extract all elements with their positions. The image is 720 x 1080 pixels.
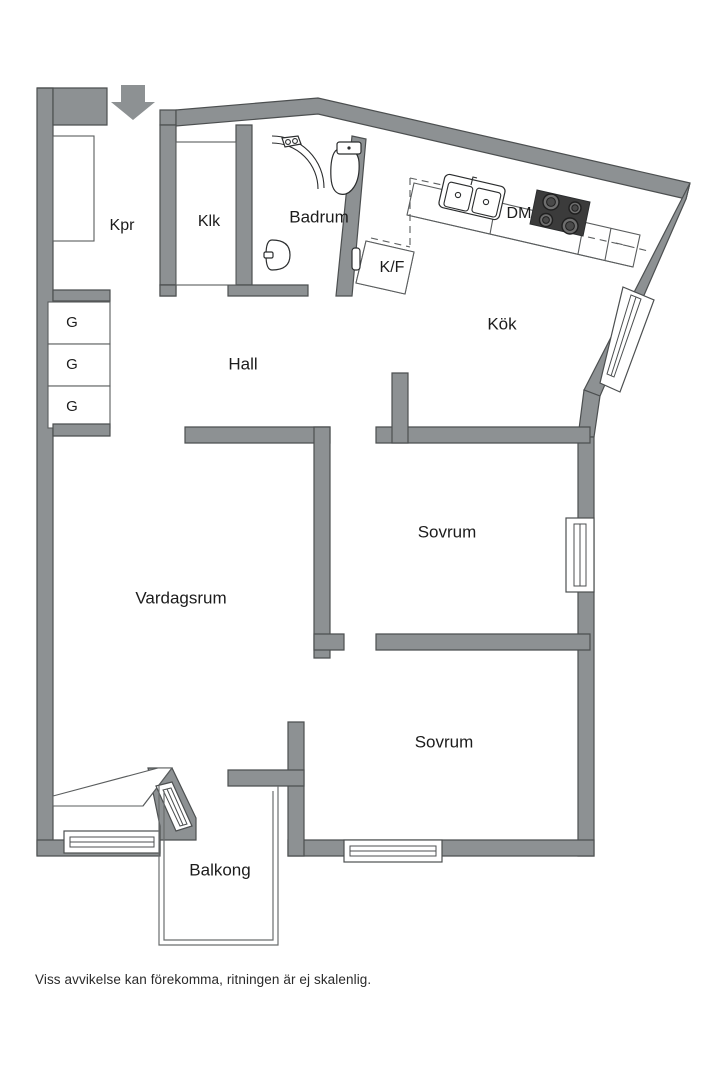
window-vardagsrum-balcony bbox=[155, 781, 193, 832]
window-kitchen-east bbox=[599, 286, 655, 393]
room-label-kok: Kök bbox=[487, 314, 517, 333]
entrance-arrow bbox=[111, 85, 155, 120]
kpr-shelf bbox=[52, 135, 95, 242]
room-label-kpr: Kpr bbox=[110, 217, 136, 234]
disclaimer-caption: Viss avvikelse kan förekomma, ritningen … bbox=[35, 972, 372, 987]
klk-shelf bbox=[175, 141, 237, 286]
kitchen-sink-icon bbox=[438, 173, 506, 221]
window-sovrum1-east bbox=[565, 517, 595, 593]
closet-label-garderob-1: G bbox=[66, 314, 78, 331]
room-label-vardagsrum: Vardagsrum bbox=[135, 588, 226, 607]
window-sovrum2-south bbox=[343, 839, 443, 863]
garderob-group bbox=[47, 301, 111, 437]
toilet-icon bbox=[330, 141, 362, 195]
stove-icon bbox=[529, 189, 591, 237]
wash-basin-icon bbox=[263, 239, 291, 271]
interior-walls bbox=[184, 372, 591, 857]
room-label-hall: Hall bbox=[228, 354, 257, 373]
room-label-sovrum-2: Sovrum bbox=[415, 732, 474, 751]
door-handle-kf bbox=[351, 247, 361, 271]
exterior-walls bbox=[36, 87, 691, 857]
closet-label-garderob-2: G bbox=[66, 356, 78, 373]
badrum-fixtures bbox=[263, 135, 362, 271]
shower-icon bbox=[271, 135, 325, 190]
room-label-balkong: Balkong bbox=[189, 860, 250, 879]
vardagsrum-bay bbox=[52, 767, 174, 807]
closet-label-garderob-3: G bbox=[66, 398, 78, 415]
room-label-badrum: Badrum bbox=[289, 207, 349, 226]
appliance-label-dishwasher: DM bbox=[507, 205, 532, 222]
room-label-klk: Klk bbox=[198, 213, 221, 230]
balkong-outline bbox=[158, 786, 279, 946]
appliance-label-fridge-freezer: K/F bbox=[380, 259, 405, 276]
room-label-sovrum-1: Sovrum bbox=[418, 522, 477, 541]
window-vardagsrum-south bbox=[63, 830, 161, 854]
